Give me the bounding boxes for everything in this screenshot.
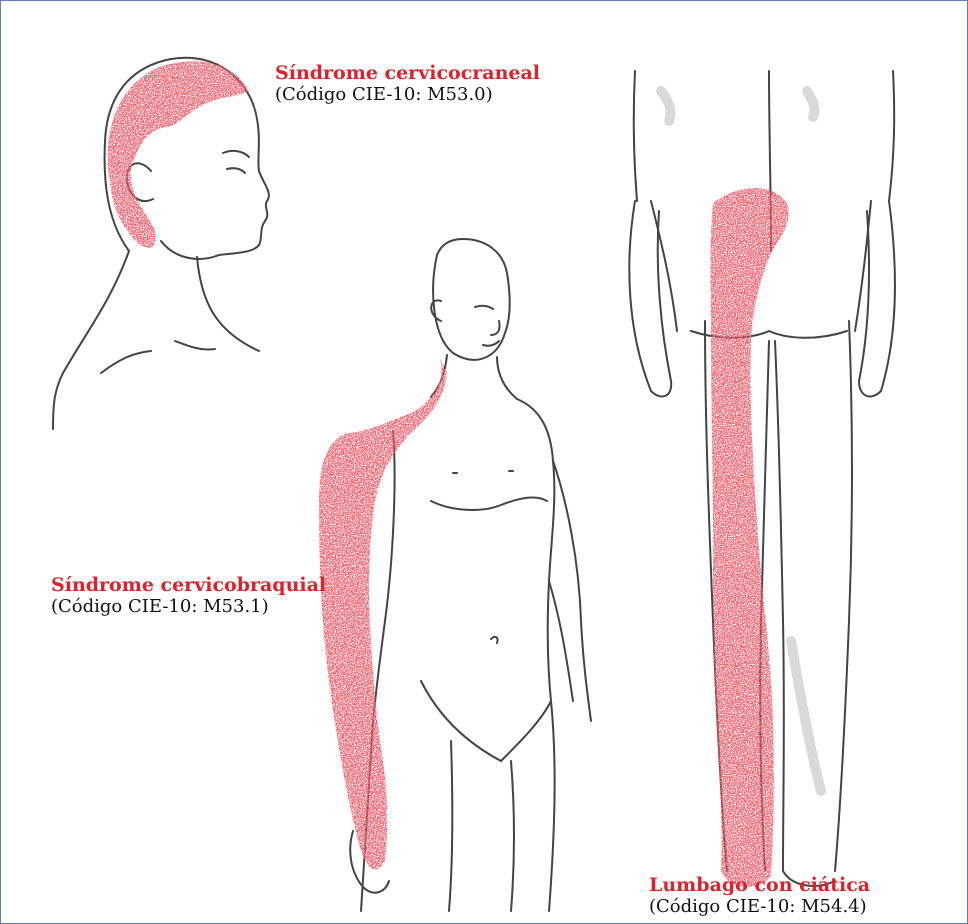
label-cervicobrachial-code: (Código CIE-10: M53.1) <box>51 597 326 618</box>
label-cervicobrachial-title: Síndrome cervicobraquial <box>51 575 326 597</box>
label-lumbago-sciatica-code: (Código CIE-10: M54.4) <box>649 897 870 918</box>
label-cervicocranial-code: (Código CIE-10: M53.0) <box>275 85 540 106</box>
label-lumbago-sciatica-title: Lumbago con ciática <box>649 875 870 897</box>
label-cervicocranial-title: Síndrome cervicocraneal <box>275 63 540 85</box>
pain-areas <box>108 61 789 887</box>
label-lumbago-sciatica: Lumbago con ciática (Código CIE-10: M54.… <box>649 875 870 918</box>
pain-area-head <box>108 61 249 247</box>
label-cervicobrachial: Síndrome cervicobraquial (Código CIE-10:… <box>51 575 326 618</box>
pain-area-leg <box>711 188 789 887</box>
pain-area-arm <box>319 357 447 870</box>
label-cervicocranial: Síndrome cervicocraneal (Código CIE-10: … <box>275 63 540 106</box>
